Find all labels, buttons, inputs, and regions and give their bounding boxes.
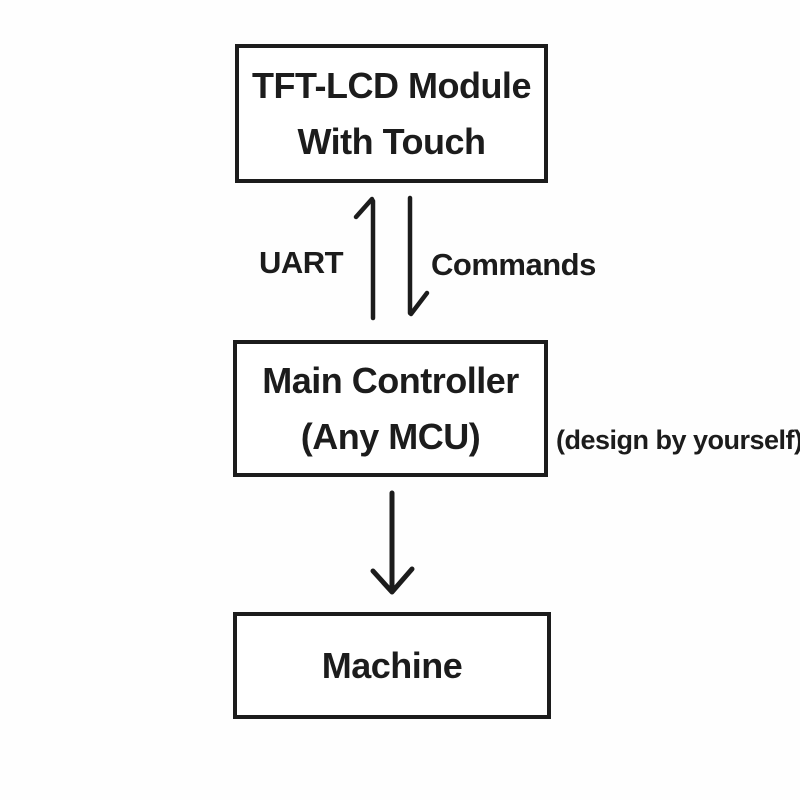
node-main-controller-line1: Main Controller xyxy=(262,359,519,401)
uart-up-arrow xyxy=(353,196,376,321)
uart-label: UART xyxy=(259,245,344,280)
node-tft-lcd-module-line2: With Touch xyxy=(297,120,486,162)
node-main-controller-line2: (Any MCU) xyxy=(300,415,481,457)
commands-label: Commands xyxy=(431,247,596,282)
node-tft-lcd-module: TFT-LCD Module With Touch xyxy=(235,44,548,183)
node-main-controller: Main Controller (Any MCU) xyxy=(233,340,548,477)
node-machine: Machine xyxy=(233,612,551,719)
node-tft-lcd-module-line1: TFT-LCD Module xyxy=(252,64,531,106)
node-machine-line1: Machine xyxy=(321,644,463,686)
commands-down-arrow xyxy=(407,195,430,317)
mcu-to-machine-arrow xyxy=(370,490,415,595)
design-note: (design by yourself) xyxy=(556,425,800,455)
